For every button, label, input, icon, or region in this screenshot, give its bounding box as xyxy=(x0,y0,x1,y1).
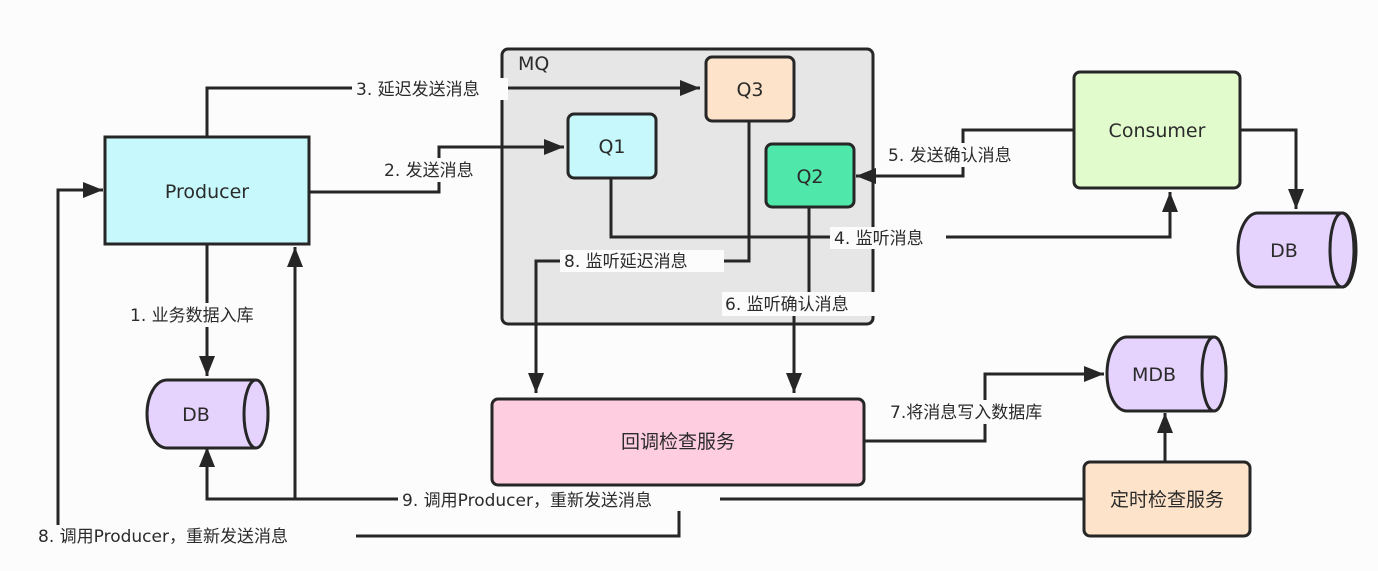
label-step3: 3. 延迟发送消息 xyxy=(356,80,480,100)
q1-node[interactable]: Q1 xyxy=(566,112,658,180)
edge-step9 xyxy=(199,447,1085,501)
timer-service-label: 定时检查服务 xyxy=(1110,489,1224,511)
callback-service-node[interactable]: 回调检查服务 xyxy=(490,397,866,487)
q2-label: Q2 xyxy=(796,166,823,188)
label-step7: 7.将消息写入数据库 xyxy=(890,403,1042,423)
label-step8-call: 8. 调用Producer，重新发送消息 xyxy=(38,527,288,547)
producer-node[interactable]: Producer xyxy=(103,135,311,246)
label-step6: 6. 监听确认消息 xyxy=(725,295,849,315)
db-producer-node[interactable]: DB xyxy=(145,378,270,450)
label-step8-listen: 8. 监听延迟消息 xyxy=(564,252,688,272)
mdb-node[interactable]: MDB xyxy=(1105,335,1228,413)
q1-label: Q1 xyxy=(598,136,625,158)
label-step9: 9. 调用Producer，重新发送消息 xyxy=(402,491,652,511)
callback-service-label: 回调检查服务 xyxy=(621,431,735,453)
consumer-label: Consumer xyxy=(1109,120,1206,142)
label-step5: 5. 发送确认消息 xyxy=(888,146,1012,166)
edge-step3 xyxy=(205,80,700,137)
consumer-node[interactable]: Consumer xyxy=(1072,70,1242,190)
q2-node[interactable]: Q2 xyxy=(764,142,856,209)
label-step4: 4. 监听消息 xyxy=(834,229,924,249)
timer-service-node[interactable]: 定时检查服务 xyxy=(1082,460,1252,538)
q3-node[interactable]: Q3 xyxy=(704,55,796,123)
label-step1: 1. 业务数据入库 xyxy=(130,306,254,326)
db-consumer-node[interactable]: DB xyxy=(1236,211,1358,289)
db-consumer-label: DB xyxy=(1270,240,1298,262)
label-step2: 2. 发送消息 xyxy=(384,161,474,181)
mdb-label: MDB xyxy=(1132,364,1176,386)
mq-label: MQ xyxy=(518,53,549,75)
producer-label: Producer xyxy=(165,181,249,203)
q3-label: Q3 xyxy=(736,79,763,101)
db-producer-label: DB xyxy=(182,404,210,426)
